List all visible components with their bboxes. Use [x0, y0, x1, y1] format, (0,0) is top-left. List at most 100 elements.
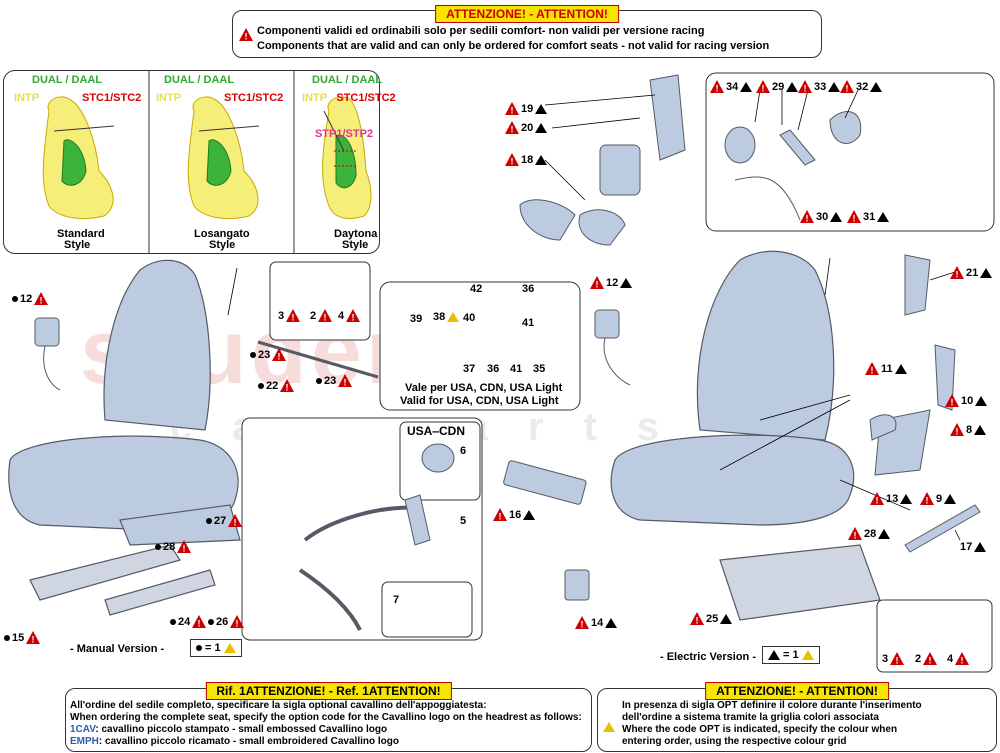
inset-parts-29-34 — [724, 111, 862, 221]
callout-9[interactable]: !9 — [920, 492, 957, 505]
callout-2-left[interactable]: 2! — [310, 309, 333, 322]
electric-version-legend: = 1 — [762, 646, 820, 664]
callout-27[interactable]: 27! — [206, 514, 243, 527]
opt-notice-title: ATTENZIONE! - ATTENTION! — [705, 682, 889, 700]
seat3-stp-label: STP1/STP2 — [314, 128, 374, 140]
reference-notice-title: Rif. 1ATTENZIONE! - Ref. 1ATTENTION! — [205, 682, 452, 700]
callout-33[interactable]: !33 — [798, 80, 841, 94]
callout-3-right[interactable]: 3! — [882, 652, 905, 666]
callout-10[interactable]: !10 — [945, 394, 988, 408]
warning-icon: ! — [192, 615, 207, 629]
callout-28[interactable]: !28 — [848, 527, 891, 540]
callout-26[interactable]: 26! — [208, 615, 245, 628]
callout-39[interactable]: 39 — [410, 313, 423, 325]
callout-36-bottom[interactable]: 36 — [487, 363, 500, 375]
warning-icon: ! — [228, 514, 243, 527]
callout-24[interactable]: 24! — [170, 615, 207, 629]
callout-42[interactable]: 42 — [470, 283, 483, 295]
seat1-style-word: Style — [64, 239, 91, 251]
callout-13[interactable]: !13 — [870, 492, 913, 505]
warning-icon: ! — [847, 210, 861, 223]
callout-30[interactable]: !30 — [800, 210, 843, 223]
callout-21[interactable]: !21 — [950, 266, 993, 279]
electric-marker-icon — [974, 424, 987, 435]
svg-text:!: ! — [896, 656, 899, 666]
callout-4-left[interactable]: 4! — [338, 309, 361, 322]
callout-6[interactable]: 6 — [460, 445, 467, 457]
callout-8[interactable]: !8 — [950, 423, 987, 436]
callout-4-right[interactable]: 4! — [947, 652, 970, 665]
warning-icon: ! — [848, 527, 862, 540]
warning-icon: ! — [923, 652, 938, 665]
callout-5[interactable]: 5 — [460, 515, 467, 527]
callout-41-top[interactable]: 41 — [522, 317, 535, 329]
seat-styles-graphic — [42, 71, 372, 253]
callout-38[interactable]: 38 — [433, 311, 460, 323]
callout-40[interactable]: 40 — [463, 312, 476, 324]
opt-line3: Where the code OPT is indicated, specify… — [622, 724, 898, 735]
svg-text:!: ! — [198, 619, 201, 629]
callout-12-left[interactable]: 12! — [12, 292, 49, 305]
callout-20[interactable]: !20 — [505, 121, 548, 135]
warning-icon: ! — [34, 292, 49, 305]
svg-text:!: ! — [804, 84, 807, 94]
callout-11[interactable]: !11 — [865, 362, 907, 375]
callout-41-bottom[interactable]: 41 — [510, 363, 523, 375]
svg-text:!: ! — [596, 280, 599, 290]
opt-line4: entering order, using the respective col… — [622, 736, 847, 747]
warning-icon: ! — [286, 309, 301, 323]
svg-text:!: ! — [871, 366, 874, 376]
manual-version-legend: = 1 — [190, 639, 242, 657]
svg-text:!: ! — [511, 125, 514, 135]
electric-marker-icon — [535, 154, 548, 165]
warning-icon: ! — [575, 616, 589, 629]
callout-35[interactable]: 35 — [533, 363, 546, 375]
svg-text:!: ! — [245, 32, 248, 42]
warning-icon: ! — [230, 615, 245, 628]
callout-32[interactable]: !32 — [840, 80, 883, 93]
callout-2-right[interactable]: 2! — [915, 652, 938, 665]
opt-line1: In presenza di sigla OPT definire il col… — [622, 700, 922, 711]
callout-25[interactable]: !25 — [690, 612, 733, 625]
electric-marker-icon — [720, 613, 733, 624]
svg-text:!: ! — [853, 214, 856, 224]
callout-37[interactable]: 37 — [463, 363, 476, 375]
callout-34[interactable]: !34 — [710, 80, 753, 93]
warning-icon: ! — [239, 28, 253, 42]
callout-3-left[interactable]: 3! — [278, 309, 301, 323]
warning-icon: ! — [505, 153, 519, 166]
callout-17[interactable]: 17 — [960, 541, 987, 553]
callout-16[interactable]: !16 — [493, 508, 536, 521]
callout-31[interactable]: !31 — [847, 210, 890, 223]
warning-icon: ! — [505, 102, 519, 115]
callout-14[interactable]: !14 — [575, 616, 618, 629]
svg-text:!: ! — [951, 398, 954, 408]
manual-marker-icon — [258, 382, 264, 389]
electric-marker-icon — [980, 267, 993, 278]
opt-line2: dell'ordine a sistema tramite la griglia… — [622, 712, 879, 723]
callout-29[interactable]: !29 — [756, 80, 799, 94]
callout-12-right[interactable]: !12 — [590, 276, 633, 290]
callout-23-b[interactable]: 23! — [316, 374, 353, 387]
callout-18[interactable]: !18 — [505, 153, 548, 166]
warning-icon: ! — [690, 612, 704, 625]
callout-15[interactable]: 15! — [4, 631, 41, 644]
electric-marker-icon — [975, 395, 988, 406]
callout-7[interactable]: 7 — [393, 594, 400, 606]
warning-icon: ! — [890, 652, 905, 666]
callout-19[interactable]: !19 — [505, 102, 548, 115]
callout-28-left[interactable]: 28! — [155, 540, 192, 553]
seat2-style-word: Style — [209, 239, 236, 251]
usa-belt-drawing — [298, 443, 455, 631]
leader-lines — [227, 89, 961, 541]
svg-text:!: ! — [762, 84, 765, 94]
manual-marker-icon — [250, 351, 256, 358]
callout-23-a[interactable]: 23! — [250, 348, 287, 361]
manual-marker-icon — [4, 634, 10, 641]
seat1-stc-label: STC1/STC2 — [82, 92, 142, 104]
callout-22[interactable]: 22! — [258, 379, 295, 392]
top-notice-title: ATTENZIONE! - ATTENTION! — [435, 5, 619, 23]
seat1-style-name: Standard — [57, 228, 105, 240]
callout-36-top[interactable]: 36 — [522, 283, 535, 295]
svg-text:!: ! — [292, 313, 295, 323]
